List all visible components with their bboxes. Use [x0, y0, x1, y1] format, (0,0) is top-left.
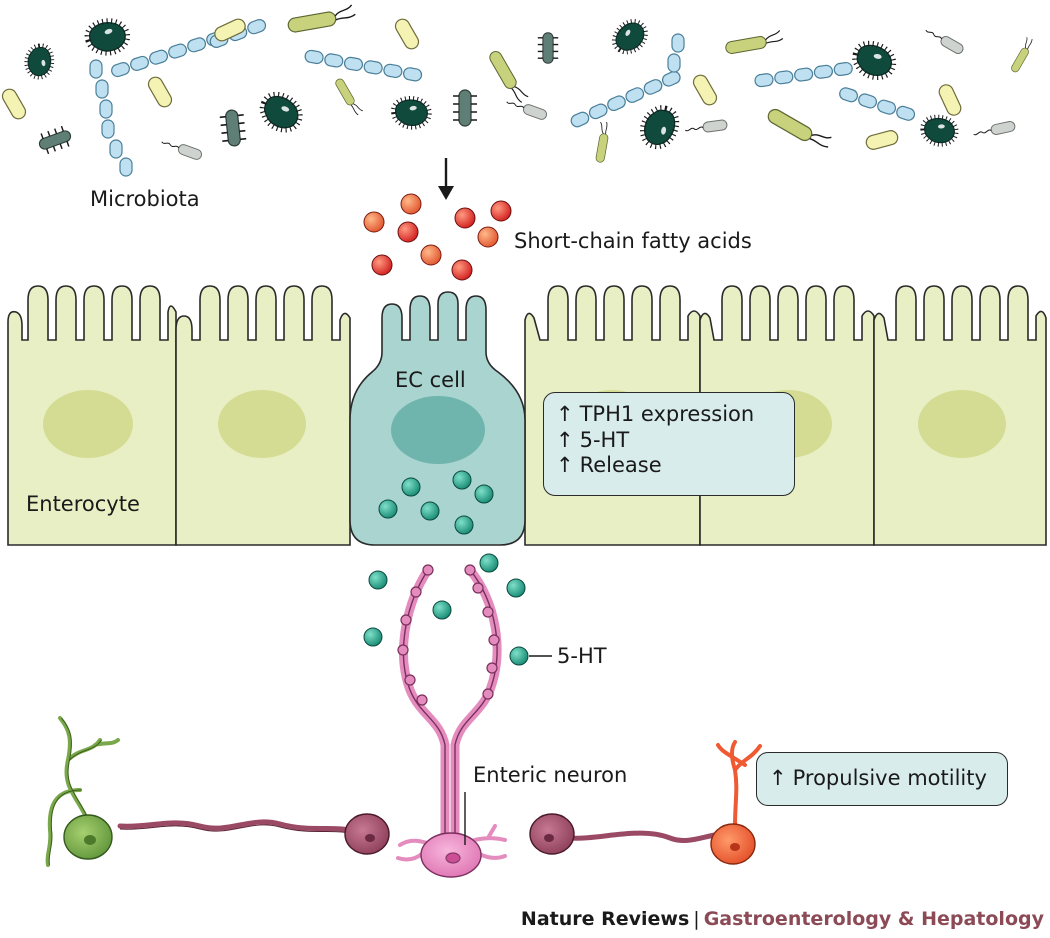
up-arrow-icon: ↑ — [769, 766, 787, 791]
epithelium — [7, 285, 1047, 546]
journal-name: Nature Reviews — [520, 908, 690, 930]
up-arrow-icon: ↑ — [556, 402, 574, 426]
enterocyte-nucleus — [218, 390, 306, 458]
motility-box: ↑ Propulsive motility — [756, 752, 1008, 806]
motility-row: ↑ Propulsive motility — [769, 766, 987, 792]
journal-section: Gastroenterology & Hepatology — [703, 908, 1044, 930]
ec-cell-label: EC cell — [395, 368, 466, 392]
enteric-neuron-central — [396, 564, 507, 878]
maroon-neuron-left — [117, 813, 390, 855]
enterocyte-nucleus — [918, 390, 1006, 458]
microbiota-label: Microbiota — [90, 187, 200, 211]
enterocyte-nucleus — [43, 390, 133, 458]
effect-tph1: ↑ TPH1 expression — [556, 402, 782, 428]
serotonin-granules — [378, 470, 494, 535]
effect-text: Release — [579, 453, 662, 478]
released-serotonin — [363, 553, 529, 666]
effect-text: 5-HT — [579, 427, 630, 452]
scfa-label: Short-chain fatty acids — [514, 229, 752, 253]
up-arrow-icon: ↑ — [556, 427, 574, 452]
up-arrow-icon: ↑ — [556, 453, 574, 478]
serotonin-label: 5-HT — [557, 644, 607, 668]
enteric-neuron-label: Enteric neuron — [473, 763, 628, 787]
enterocyte-label: Enterocyte — [26, 492, 140, 516]
down-arrow-icon — [438, 158, 454, 200]
green-neuron — [45, 716, 120, 867]
ec-effects-box: ↑ TPH1 expression ↑ 5-HT ↑ Release — [543, 392, 795, 496]
orange-neuron — [710, 740, 762, 865]
credit-separator: | — [693, 908, 700, 930]
motility-text: Propulsive motility — [792, 766, 987, 791]
scfa-dots — [363, 193, 512, 281]
effect-text: TPH1 expression — [579, 402, 755, 426]
maroon-neuron-right — [529, 813, 733, 855]
effect-5ht: ↑ 5-HT — [556, 428, 782, 454]
ec-nucleus — [391, 396, 485, 464]
microbiota-bacteria — [0, 3, 1036, 177]
effect-release: ↑ Release — [556, 453, 782, 479]
journal-credit: Nature Reviews|Gastroenterology & Hepato… — [521, 908, 1044, 930]
